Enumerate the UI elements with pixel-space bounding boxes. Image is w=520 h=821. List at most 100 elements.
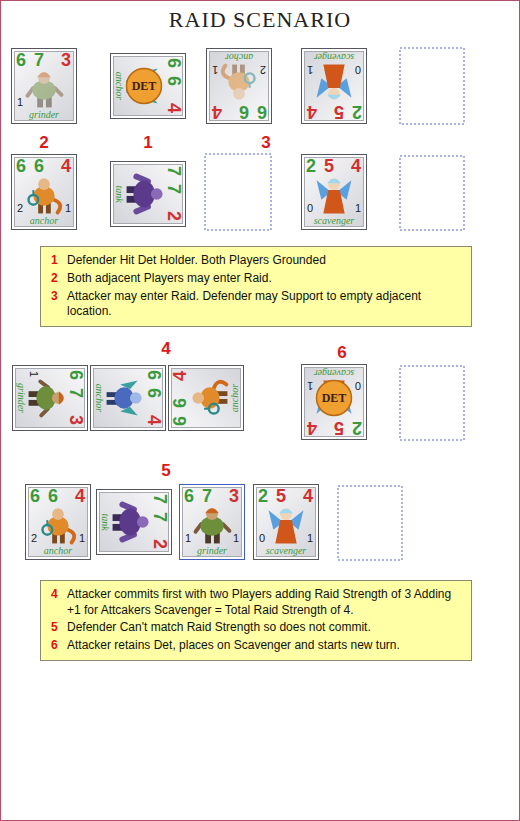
corner-number: 2 bbox=[31, 533, 37, 544]
stat-number: 3 bbox=[229, 487, 239, 505]
stat-number: 4 bbox=[303, 487, 313, 505]
diagram-title: RAID SCENARIO bbox=[0, 8, 520, 32]
note-text: Attacker retains Det, places on Scavenge… bbox=[67, 638, 461, 654]
role-name: anchor bbox=[12, 216, 76, 226]
callout-number: 2 bbox=[51, 271, 67, 287]
stat-number: 6 bbox=[16, 51, 26, 69]
corner-number: 1 bbox=[212, 64, 218, 75]
corner-number: 1 bbox=[185, 533, 191, 544]
corner-number: 2 bbox=[260, 64, 266, 75]
stat-number: 7 bbox=[151, 494, 169, 504]
stat-number: 4 bbox=[75, 487, 85, 505]
det-label: DET bbox=[125, 80, 163, 92]
callout-number: 3 bbox=[51, 289, 67, 320]
stat-number: 6 bbox=[257, 103, 267, 121]
corner-number: 1 bbox=[65, 203, 71, 214]
stat-number: 7 bbox=[165, 184, 183, 194]
stat-number: 2 bbox=[352, 103, 362, 121]
player-card: 25401scavengerDET bbox=[301, 364, 367, 440]
stat-number: 6 bbox=[171, 416, 189, 426]
character-figure bbox=[28, 178, 60, 213]
role-name: anchor bbox=[230, 366, 240, 430]
role-name: tank bbox=[114, 162, 124, 226]
callout-number: 5 bbox=[151, 462, 181, 479]
corner-number: 1 bbox=[79, 533, 85, 544]
stat-number: 4 bbox=[165, 103, 183, 113]
corner-number: 0 bbox=[355, 64, 361, 75]
stat-number: 6 bbox=[184, 487, 194, 505]
stat-number: 6 bbox=[67, 370, 85, 380]
empty-location bbox=[338, 486, 402, 560]
stat-number: 6 bbox=[165, 76, 183, 86]
character-figure bbox=[269, 508, 304, 543]
corner-number: 0 bbox=[259, 533, 265, 544]
player-card: 25401scavenger bbox=[253, 484, 319, 560]
note-text: Defender Hit Det Holder. Both Players Gr… bbox=[67, 253, 461, 269]
det-token: DET bbox=[125, 67, 163, 105]
note-text: Both adjacent Players may enter Raid. bbox=[67, 271, 461, 287]
player-card: 25401scavenger bbox=[301, 154, 367, 230]
callout-number: 1 bbox=[51, 253, 67, 269]
empty-location bbox=[400, 156, 464, 230]
stat-number: 7 bbox=[202, 487, 212, 505]
empty-location bbox=[205, 154, 271, 230]
corner-number: 0 bbox=[307, 203, 313, 214]
callout-number: 4 bbox=[151, 340, 181, 357]
stat-number: 6 bbox=[171, 398, 189, 408]
player-card: 772tank bbox=[110, 161, 186, 227]
note-text: Attacker may enter Raid. Defender may Su… bbox=[67, 289, 461, 320]
corner-number: 1 bbox=[307, 64, 313, 75]
role-name: scavenger bbox=[302, 216, 366, 226]
stat-number: 4 bbox=[171, 371, 189, 381]
player-card: 67311grinder bbox=[179, 484, 245, 560]
callout-number: 5 bbox=[51, 620, 67, 636]
corner-number: 1 bbox=[233, 533, 239, 544]
stat-number: 4 bbox=[61, 157, 71, 175]
role-name: anchor bbox=[114, 54, 124, 118]
note-box: 4Attacker commits first with two Players… bbox=[40, 580, 472, 661]
stat-number: 4 bbox=[145, 415, 163, 425]
player-card: 6731grinder bbox=[11, 48, 77, 124]
stat-number: 6 bbox=[48, 487, 58, 505]
character-figure bbox=[29, 382, 64, 416]
note-text: Defender Can't match Raid Strength so do… bbox=[67, 620, 461, 636]
det-token: DET bbox=[315, 379, 353, 417]
stat-number: 4 bbox=[307, 419, 317, 437]
player-card: 6 6 4 anchor bbox=[168, 365, 244, 431]
character-figure bbox=[107, 381, 142, 416]
character-figure bbox=[192, 382, 227, 414]
stat-number: 2 bbox=[352, 419, 362, 437]
empty-location bbox=[400, 48, 464, 124]
callout-number: 1 bbox=[133, 134, 163, 151]
stat-number: 4 bbox=[307, 103, 317, 121]
note-box: 1Defender Hit Det Holder. Both Players G… bbox=[40, 246, 472, 327]
role-name: scavenger bbox=[302, 52, 366, 62]
stat-number: 7 bbox=[151, 512, 169, 522]
player-card: 66421anchor bbox=[25, 484, 91, 560]
callout-number: 6 bbox=[51, 638, 67, 654]
character-figure bbox=[42, 508, 74, 543]
role-name: anchor bbox=[94, 366, 104, 430]
stat-number: 7 bbox=[34, 51, 44, 69]
role-name: scavenger bbox=[302, 368, 366, 378]
callout-number: 4 bbox=[51, 587, 67, 618]
character-figure bbox=[223, 65, 255, 100]
stat-number: 6 bbox=[165, 58, 183, 68]
character-figure bbox=[127, 177, 163, 212]
stat-number: 3 bbox=[61, 51, 71, 69]
stat-number: 2 bbox=[165, 211, 183, 221]
character-figure bbox=[317, 178, 352, 213]
stat-number: 7 bbox=[67, 388, 85, 398]
role-name: anchor bbox=[26, 546, 90, 556]
stat-number: 5 bbox=[276, 487, 286, 505]
callout-number: 3 bbox=[251, 134, 281, 151]
stat-number: 5 bbox=[334, 103, 344, 121]
det-label: DET bbox=[315, 392, 353, 404]
stat-number: 6 bbox=[30, 487, 40, 505]
stat-number: 5 bbox=[324, 157, 334, 175]
role-name: scavenger bbox=[254, 546, 318, 556]
player-card: 6731grinder bbox=[12, 365, 88, 431]
character-figure bbox=[196, 508, 230, 543]
corner-number: 1 bbox=[355, 203, 361, 214]
